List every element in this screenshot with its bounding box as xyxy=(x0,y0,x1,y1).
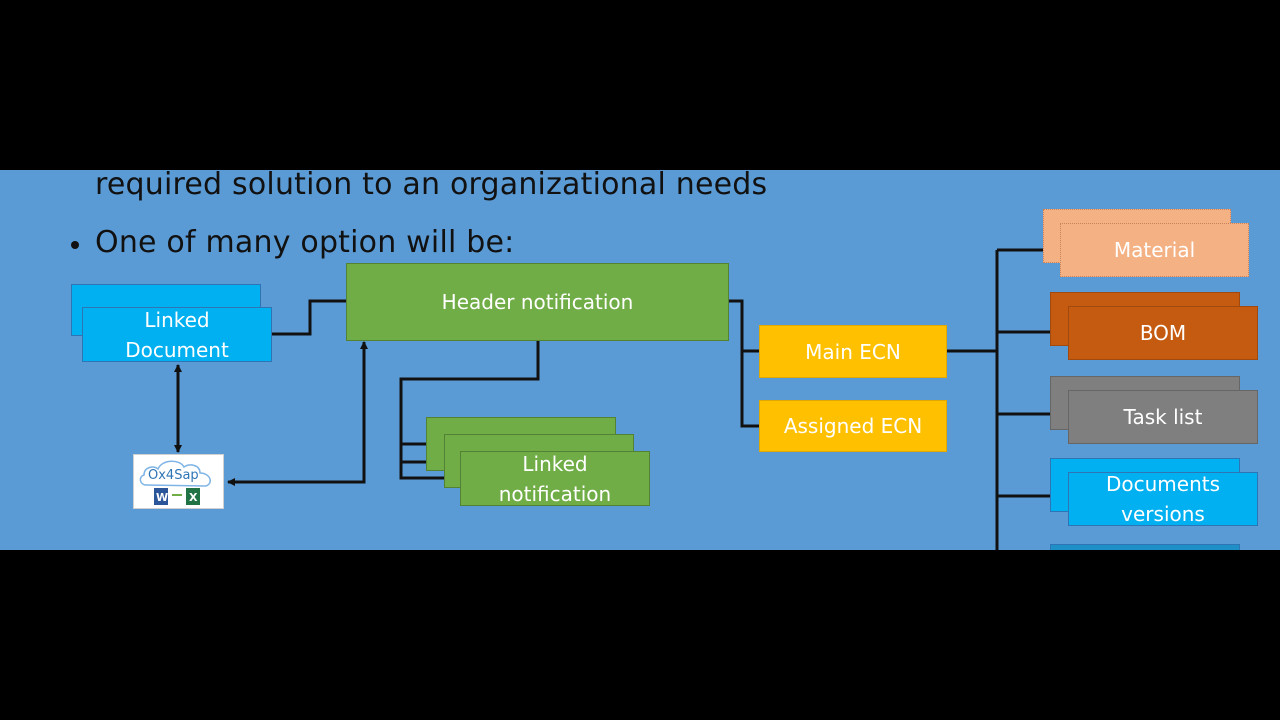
logo-text: Ox4Sap xyxy=(148,468,199,483)
connector-header-ecn xyxy=(729,299,759,353)
bullet-icon xyxy=(71,241,79,249)
bom-box: BOM xyxy=(1068,306,1258,360)
bom-label: BOM xyxy=(1139,321,1187,345)
assigned-ecn-label: Assigned ECN xyxy=(783,414,923,438)
linked-notification-box: Linked notification xyxy=(460,451,650,506)
task-list-box: Task list xyxy=(1068,390,1258,444)
linked-document-label: Linked Document xyxy=(125,307,229,362)
connector-header-notifications xyxy=(399,341,540,480)
documents-versions-box: Documents versions xyxy=(1068,472,1258,526)
slide-text-line-2: One of many option will be: xyxy=(95,225,515,260)
next-box-partial xyxy=(1050,544,1240,550)
connector-doc-header xyxy=(272,299,346,336)
linked-notification-label: Linked notification xyxy=(498,451,612,506)
slide: required solution to an organizational n… xyxy=(0,170,1280,550)
svg-text:W: W xyxy=(156,491,168,504)
material-box: Material xyxy=(1060,223,1249,277)
header-notification-label: Header notification xyxy=(441,290,634,314)
material-label: Material xyxy=(1113,238,1196,262)
linked-document-box: Linked Document xyxy=(82,307,272,362)
header-notification-box: Header notification xyxy=(346,263,729,341)
svg-text:X: X xyxy=(189,491,198,504)
documents-versions-label: Documents versions xyxy=(1105,472,1221,526)
slide-text-line-1: required solution to an organizational n… xyxy=(95,170,768,202)
connector-logo-header xyxy=(227,341,368,486)
cloud-icon: Ox4Sap W X xyxy=(139,460,211,505)
main-ecn-label: Main ECN xyxy=(805,339,901,364)
main-ecn-box: Main ECN xyxy=(759,325,947,378)
connector-ecn-assigned xyxy=(740,351,759,428)
ox4sap-logo: Ox4Sap W X xyxy=(133,454,224,509)
task-list-label: Task list xyxy=(1123,405,1203,429)
assigned-ecn-box: Assigned ECN xyxy=(759,400,947,452)
